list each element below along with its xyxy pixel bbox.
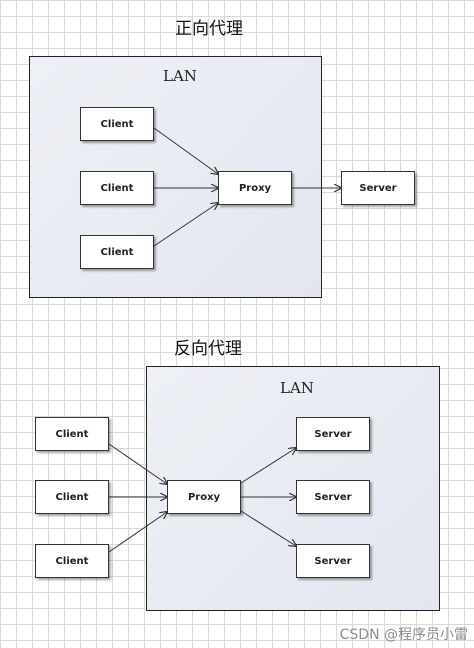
csdn-watermark: CSDN @程序员小雷 bbox=[339, 627, 468, 643]
arrow-reverse-proxy-to-server1 bbox=[240, 448, 296, 484]
reverse-server-3: Server bbox=[296, 544, 370, 578]
reverse-proxy-title: 反向代理 bbox=[174, 339, 242, 359]
forward-client-1: Client bbox=[80, 107, 154, 141]
reverse-client-2: Client bbox=[35, 480, 109, 514]
arrow-reverse-client3-to-proxy bbox=[108, 512, 167, 553]
arrow-forward-client1-to-proxy bbox=[153, 127, 218, 174]
reverse-proxy: Proxy bbox=[167, 480, 241, 514]
reverse-server-1: Server bbox=[296, 417, 370, 451]
reverse-client-3: Client bbox=[35, 544, 109, 578]
reverse-client-1: Client bbox=[35, 417, 109, 451]
forward-proxy: Proxy bbox=[218, 171, 292, 205]
forward-proxy-title: 正向代理 bbox=[175, 19, 243, 39]
arrow-reverse-client1-to-proxy bbox=[108, 443, 167, 484]
arrow-reverse-proxy-to-server3 bbox=[240, 510, 296, 546]
forward-lan-label: LAN bbox=[163, 67, 197, 85]
arrow-forward-client3-to-proxy bbox=[153, 203, 218, 247]
reverse-lan-label: LAN bbox=[280, 379, 314, 397]
reverse-server-2: Server bbox=[296, 480, 370, 514]
forward-client-2: Client bbox=[80, 171, 154, 205]
forward-client-3: Client bbox=[80, 235, 154, 269]
